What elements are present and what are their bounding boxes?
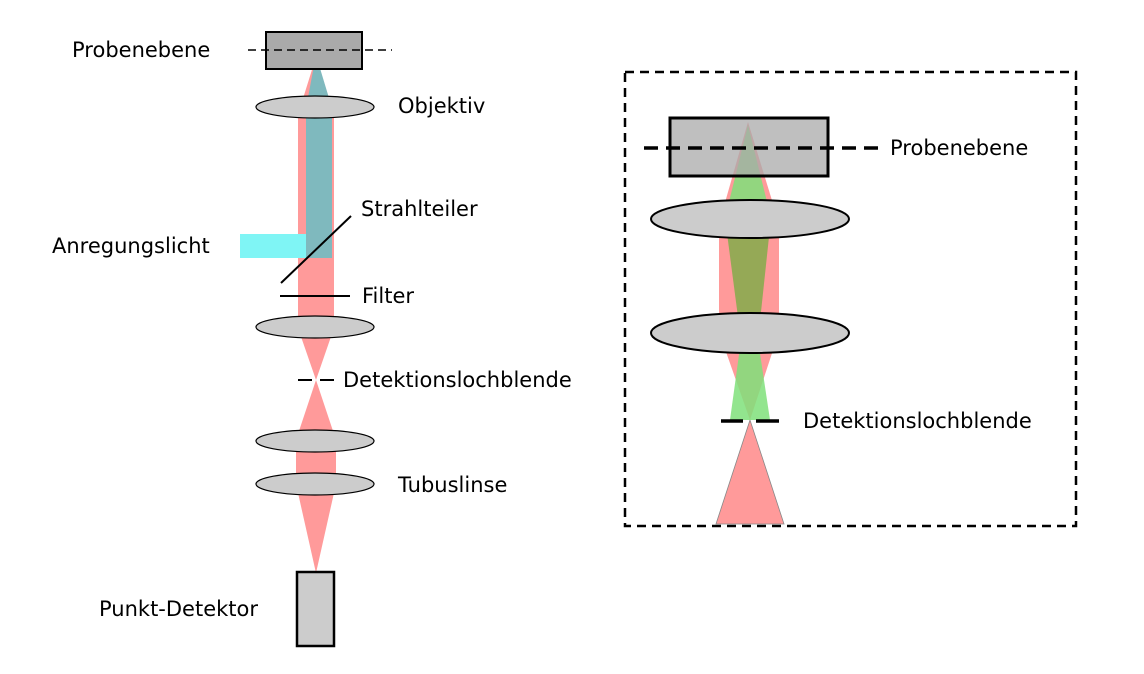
label-tubuslinse: Tubuslinse	[397, 473, 507, 497]
inset-out-of-focus-beam-middle	[725, 218, 771, 340]
label-detektionslochblende: Detektionslochblende	[343, 368, 572, 392]
excitation-beam-horizontal	[240, 234, 306, 258]
point-detector	[295, 570, 336, 648]
label-objektiv: Objektiv	[398, 94, 485, 118]
label-inset-probenebene: Probenebene	[890, 136, 1028, 160]
emission-beam-converging	[298, 328, 334, 380]
focusing-lens	[255, 315, 375, 339]
excitation-beam-vertical	[306, 108, 332, 258]
inset-in-focus-beam-diverging	[715, 418, 785, 525]
beam-splitter	[280, 215, 352, 284]
excitation-beam-focus	[306, 55, 332, 108]
objective-lens	[255, 95, 375, 119]
label-strahlteiler: Strahlteiler	[361, 197, 478, 221]
label-inset-detektionslochblende: Detektionslochblende	[803, 409, 1032, 433]
tube-lens-lower	[255, 472, 375, 496]
emission-beam-to-detector	[296, 484, 336, 573]
label-probenebene: Probenebene	[72, 38, 210, 62]
inset-objective-lens	[650, 199, 850, 239]
inset-dashed-frame	[623, 70, 1078, 528]
inset-focusing-lens	[650, 312, 850, 354]
tube-lens-upper	[255, 429, 375, 453]
inset-out-of-focus-beam-bottom	[730, 340, 770, 420]
label-punkt-detektor: Punkt-Detektor	[99, 597, 258, 621]
label-filter: Filter	[362, 284, 414, 308]
main-beam-path	[240, 31, 392, 648]
inset-panel	[623, 70, 1078, 528]
emission-beam-diverging	[296, 380, 336, 440]
label-anregungslicht: Anregungslicht	[52, 234, 210, 258]
